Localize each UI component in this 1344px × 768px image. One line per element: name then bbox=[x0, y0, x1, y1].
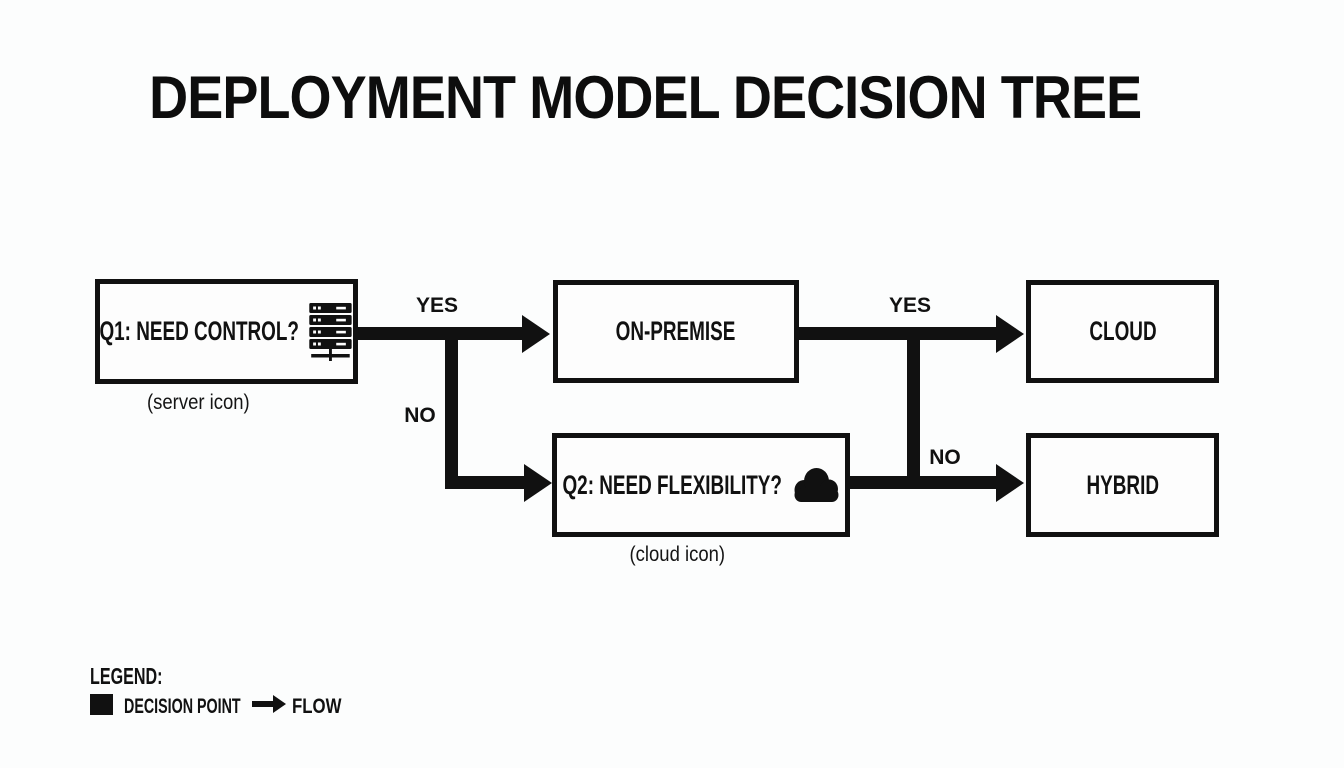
node-on-premise-label: ON-PREMISE bbox=[616, 316, 736, 346]
flow-line-q1-no-to-q2 bbox=[445, 476, 524, 489]
flow-line-right-vertical bbox=[907, 327, 920, 489]
q2-caption: (cloud icon) bbox=[629, 543, 725, 566]
node-hybrid: HYBRID bbox=[1026, 433, 1219, 537]
edge-label-q1-yes: YES bbox=[416, 294, 459, 317]
flow-arrow-icon bbox=[252, 701, 274, 707]
arrowhead-hybrid bbox=[996, 464, 1024, 502]
node-q2-label: Q2: NEED FLEXIBILITY? bbox=[562, 469, 782, 500]
node-q2-need-flexibility: Q2: NEED FLEXIBILITY? bbox=[552, 433, 850, 537]
flow-line-q1-to-onpremise bbox=[358, 327, 522, 340]
server-icon bbox=[309, 302, 352, 361]
arrowhead-q2 bbox=[524, 464, 552, 502]
flow-line-q2-to-hybrid bbox=[850, 476, 996, 489]
edge-label-yes-cloud: YES bbox=[889, 294, 932, 317]
cloud-icon bbox=[793, 468, 838, 502]
node-q1-label: Q1: NEED CONTROL? bbox=[99, 316, 299, 346]
arrowhead-onpremise bbox=[522, 315, 550, 353]
node-q1-need-control: Q1: NEED CONTROL? bbox=[95, 279, 358, 384]
flow-arrow-icon-head bbox=[273, 695, 286, 713]
decision-point-swatch bbox=[90, 694, 113, 715]
arrowhead-cloud bbox=[996, 315, 1024, 353]
node-on-premise: ON-PREMISE bbox=[553, 280, 799, 383]
page-title: DEPLOYMENT MODEL DECISION TREE bbox=[148, 64, 1142, 131]
node-cloud-label: CLOUD bbox=[1088, 316, 1157, 346]
legend-title: LEGEND: bbox=[90, 663, 163, 689]
edge-label-no-hybrid: NO bbox=[929, 446, 961, 469]
flow-line-q1-no-vertical bbox=[445, 327, 458, 489]
node-hybrid-label: HYBRID bbox=[1086, 469, 1159, 500]
q1-caption: (server icon) bbox=[146, 391, 250, 414]
flow-line-onpremise-to-cloud bbox=[799, 327, 996, 340]
node-cloud: CLOUD bbox=[1026, 280, 1219, 383]
legend-label-decision-point: DECISION POINT bbox=[124, 695, 241, 718]
edge-label-q1-no: NO bbox=[404, 404, 436, 427]
legend-label-flow: FLOW bbox=[292, 695, 342, 718]
